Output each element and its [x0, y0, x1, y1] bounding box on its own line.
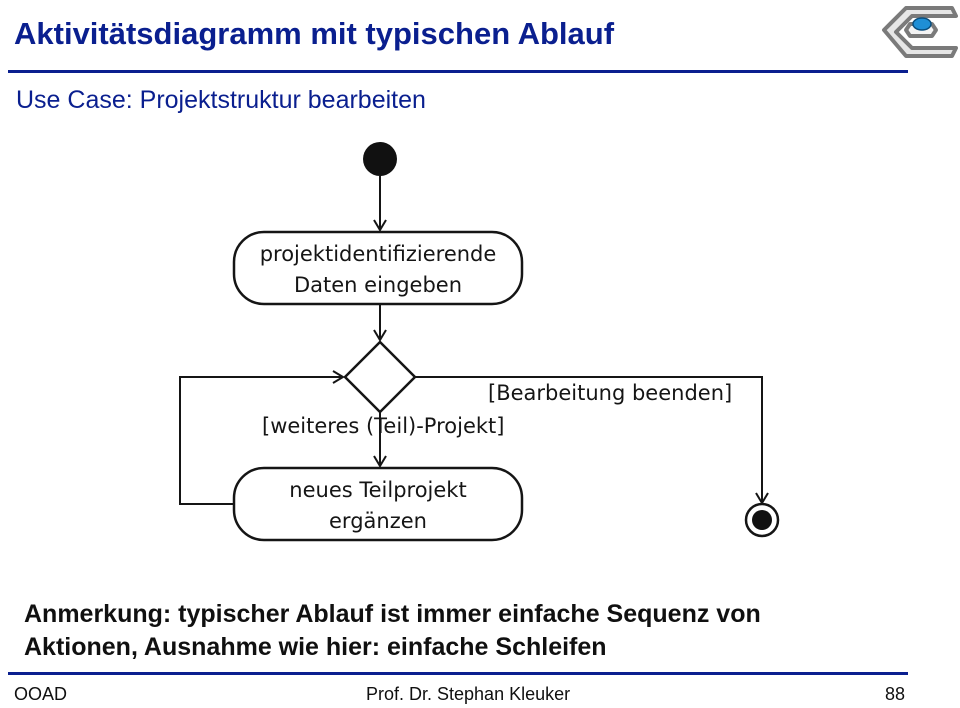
action1-label-line1: projektidentifizierende: [260, 242, 497, 266]
page-title: Aktivitätsdiagramm mit typischen Ablauf: [14, 16, 615, 51]
page-subtitle: Use Case: Projektstruktur bearbeiten: [16, 86, 426, 114]
header-divider: [8, 70, 908, 73]
decision-node: [343, 340, 417, 414]
flow-decision-to-final: [415, 376, 769, 505]
footer-page-number: 88: [885, 684, 906, 704]
initial-node: [363, 142, 397, 176]
footer-course: OOAD: [14, 684, 68, 704]
activity-diagram: projektidentifizierende Daten eingeben […: [179, 142, 780, 542]
action1-label-line2: Daten eingeben: [294, 273, 462, 297]
action2-label-line1: neues Teilprojekt: [289, 478, 466, 502]
guard-bearbeitung-beenden: [Bearbeitung beenden]: [488, 381, 732, 405]
guard-weiteres-teilprojekt: [weiteres (Teil)-Projekt]: [262, 414, 504, 438]
flow-loop-back: [179, 370, 345, 505]
footer-divider: [8, 672, 908, 675]
note-line-2: Aktionen, Ausnahme wie hier: einfache Sc…: [24, 633, 607, 661]
logo-icon: [882, 6, 958, 58]
action2-label-line2: ergänzen: [329, 509, 427, 533]
note-line-1: Anmerkung: typischer Ablauf ist immer ei…: [24, 600, 761, 628]
final-node-core: [752, 510, 772, 530]
footer-author: Prof. Dr. Stephan Kleuker: [366, 684, 571, 704]
action-projektdaten-eingeben: [232, 230, 524, 306]
annotation-note: Anmerkung: typischer Ablauf ist immer ei…: [24, 598, 761, 664]
